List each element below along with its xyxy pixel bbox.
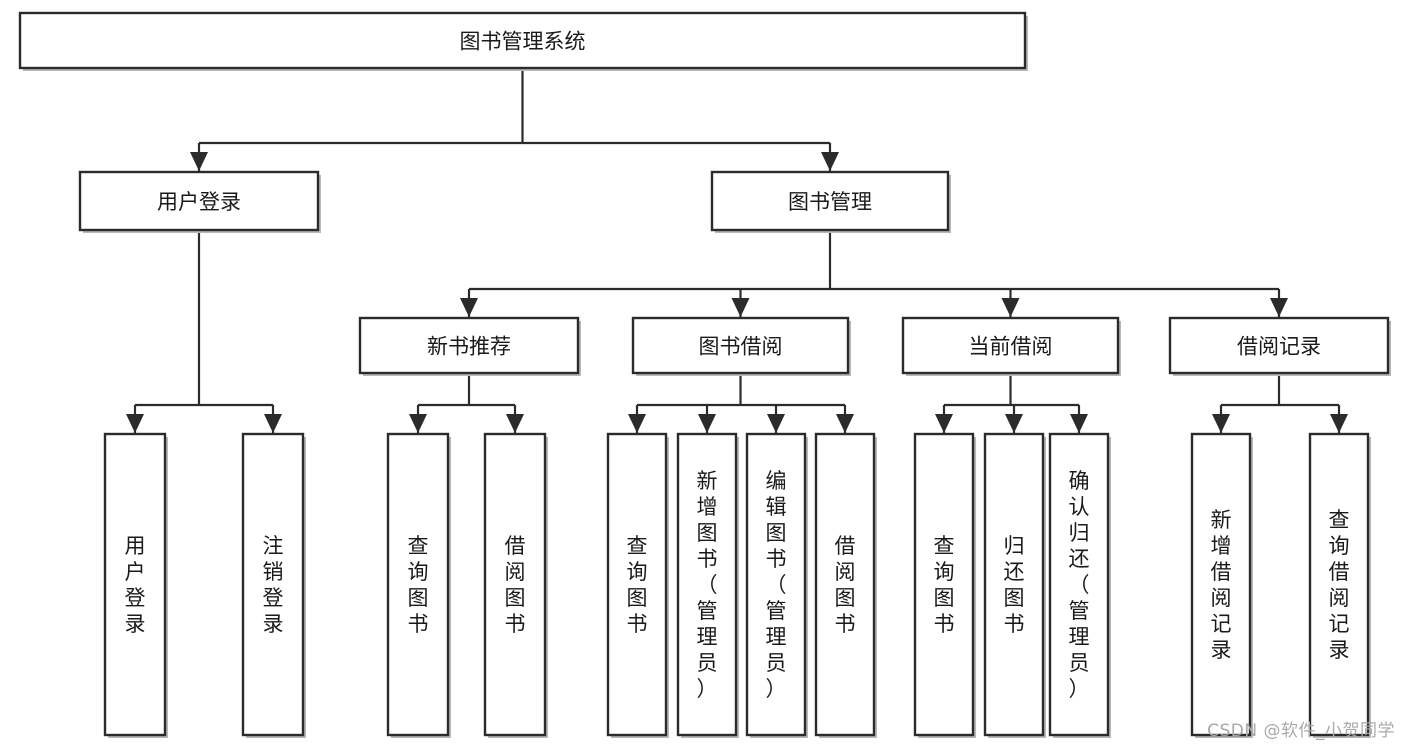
node-label: 当前借阅	[969, 335, 1053, 359]
node-leaf-borrow-book-2[interactable]: 借阅图书	[814, 432, 877, 738]
node-label: 查询图书	[408, 534, 429, 636]
node-label: 新增借阅记录	[1211, 508, 1232, 662]
node-new-book-rec[interactable]: 新书推荐	[358, 316, 581, 376]
node-label: 借阅记录	[1237, 335, 1321, 359]
node-borrow-record[interactable]: 借阅记录	[1168, 316, 1391, 376]
node-label: 图书借阅	[699, 335, 783, 359]
node-label: 注销登录	[263, 534, 284, 636]
node-label: 用户登录	[125, 534, 146, 636]
node-layer: 图书管理系统用户登录图书管理新书推荐图书借阅当前借阅借阅记录用户登录注销登录查询…	[18, 11, 1391, 738]
node-label: 用户登录	[157, 190, 241, 214]
node-label: 新书推荐	[427, 335, 511, 359]
node-current-borrow[interactable]: 当前借阅	[901, 316, 1121, 376]
node-label: 借阅图书	[835, 534, 856, 636]
node-label: 确认归还（管理员）	[1069, 469, 1090, 701]
node-label: 编辑图书（管理员）	[766, 469, 787, 701]
node-leaf-logout[interactable]: 注销登录	[241, 432, 306, 738]
node-label: 查询图书	[934, 534, 955, 636]
node-label: 新增图书（管理员）	[697, 469, 718, 701]
node-label: 借阅图书	[505, 534, 526, 636]
node-leaf-edit-book[interactable]: 编辑图书（管理员）	[745, 432, 808, 738]
node-leaf-query-book-1[interactable]: 查询图书	[386, 432, 451, 738]
node-leaf-add-book[interactable]: 新增图书（管理员）	[676, 432, 739, 738]
node-label: 查询借阅记录	[1329, 508, 1350, 662]
node-root[interactable]: 图书管理系统	[18, 11, 1028, 71]
node-leaf-query-book-3[interactable]: 查询图书	[913, 432, 976, 738]
node-book-manage[interactable]: 图书管理	[710, 170, 951, 233]
connector-layer	[126, 68, 1348, 433]
node-leaf-return-book[interactable]: 归还图书	[983, 432, 1046, 738]
node-leaf-add-record[interactable]: 新增借阅记录	[1190, 432, 1253, 738]
node-leaf-query-book-2[interactable]: 查询图书	[606, 432, 669, 738]
node-leaf-borrow-book-1[interactable]: 借阅图书	[483, 432, 548, 738]
node-user-login[interactable]: 用户登录	[78, 170, 321, 233]
node-label: 图书管理	[788, 190, 872, 214]
node-label: 归还图书	[1004, 534, 1025, 636]
node-book-borrow[interactable]: 图书借阅	[631, 316, 851, 376]
node-label: 图书管理系统	[460, 30, 586, 54]
node-leaf-confirm-return[interactable]: 确认归还（管理员）	[1048, 432, 1111, 738]
node-leaf-query-record[interactable]: 查询借阅记录	[1308, 432, 1371, 738]
node-label: 查询图书	[627, 534, 648, 636]
node-leaf-user-login[interactable]: 用户登录	[103, 432, 168, 738]
